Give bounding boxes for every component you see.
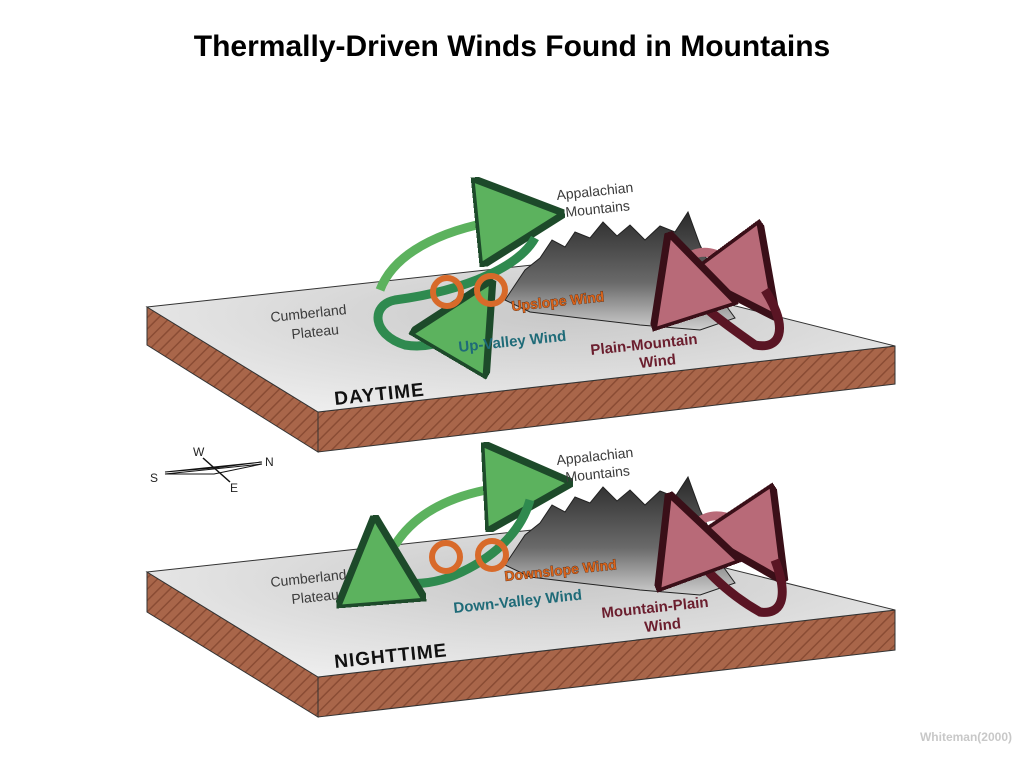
- daytime-valley-wind-arrow-lower: [373, 235, 539, 346]
- daytime-plateau-label-1: Cumberland: [270, 301, 348, 325]
- daytime-plain-wind-label-2: Wind: [639, 351, 677, 372]
- nighttime-plain-wind-label-2: Wind: [644, 615, 682, 636]
- nighttime-mountains-label-2: Mountains: [565, 462, 631, 485]
- daytime-panel: Appalachian Mountains Cumberland Plateau…: [145, 179, 896, 453]
- daytime-slope-wind-swirl-2: [474, 273, 508, 307]
- page-title: Thermally-Driven Winds Found in Mountain…: [193, 30, 831, 63]
- compass-west: W: [193, 445, 205, 459]
- nighttime-plain-wind-arrow-lower: [684, 535, 787, 617]
- daytime-mountains-label-2: Mountains: [565, 197, 631, 220]
- compass-rose: N S E W: [150, 445, 274, 495]
- compass-needle-we: [202, 457, 231, 483]
- daytime-plain-wind-arrow-lower: [682, 275, 784, 351]
- compass-east: E: [230, 481, 238, 495]
- nighttime-slope-wind-swirl-1: [429, 540, 463, 574]
- nighttime-slope-wind-swirl-2: [475, 538, 509, 572]
- source-credit: Whiteman(2000): [919, 730, 1012, 744]
- nighttime-valley-wind-arrow-lower: [378, 498, 535, 583]
- nighttime-panel: Appalachian Mountains Cumberland Plateau…: [145, 444, 896, 718]
- nighttime-plateau-label-1: Cumberland: [270, 566, 348, 590]
- daytime-plateau-label-2: Plateau: [291, 321, 340, 342]
- compass-north: N: [265, 455, 274, 469]
- daytime-slope-wind-swirl-1: [430, 275, 464, 309]
- compass-needle-ns-light: [164, 463, 263, 475]
- compass-south: S: [150, 471, 158, 485]
- daytime-valley-wind-arrow-upper: [375, 218, 520, 292]
- daytime-mountain-ridge: [504, 210, 736, 331]
- nighttime-plateau-label-2: Plateau: [291, 586, 340, 607]
